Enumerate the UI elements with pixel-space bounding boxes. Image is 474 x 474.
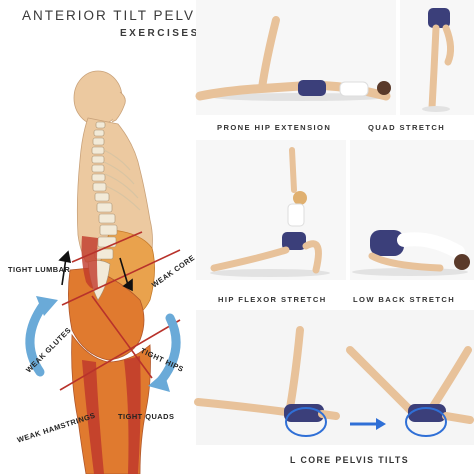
caption-prone-hip-extension: PRONE HIP EXTENSION	[217, 123, 332, 132]
anatomy-spine	[87, 121, 118, 301]
rotation-arrow-left-icon	[25, 299, 49, 377]
caption-quad-stretch: QUAD STRETCH	[368, 123, 446, 132]
caption-hip-flexor-stretch: HIP FLEXOR STRETCH	[218, 295, 327, 304]
figure-prone-hip-extension	[195, 16, 391, 101]
label-tight-quads: TIGHT QUADS	[118, 412, 175, 421]
panel-pelvis-tilts-bg	[196, 310, 474, 445]
anatomy-ribs	[103, 149, 141, 211]
caption-pelvis-tilts: L CORE PELVIS TILTS	[290, 455, 409, 465]
figure-low-back-stretch	[352, 230, 470, 276]
panel-hip-flexor-bg	[196, 140, 346, 280]
anatomy-pelvis	[68, 267, 145, 361]
caption-low-back-stretch: LOW BACK STRETCH	[353, 295, 456, 304]
anatomy-hamstring	[82, 360, 104, 474]
anatomy-black-arrows	[58, 250, 133, 292]
pelvis-highlight-circle-1	[285, 407, 327, 437]
anatomy-quad	[124, 356, 141, 474]
figure-pelvis-tilt-2	[346, 346, 474, 437]
rotation-arrow-right-head-icon	[148, 372, 170, 392]
label-tight-lumbar: TIGHT LUMBAR	[8, 265, 71, 274]
anatomy-face	[111, 91, 126, 123]
figure-pelvis-tilt-1	[194, 326, 340, 437]
figure-quad-stretch	[422, 8, 455, 112]
pelvis-highlight-circle-2	[405, 407, 447, 437]
title: ANTERIOR TILT PELVIS	[22, 8, 212, 23]
arrow-right-icon	[350, 418, 386, 430]
figure-hip-flexor-stretch	[210, 147, 330, 277]
anatomy-red-lines	[59, 231, 181, 391]
subtitle: EXERCISES	[120, 28, 200, 39]
anatomy-lumbar-muscle	[81, 236, 98, 290]
rotation-arrow-left-head-icon	[36, 296, 58, 316]
